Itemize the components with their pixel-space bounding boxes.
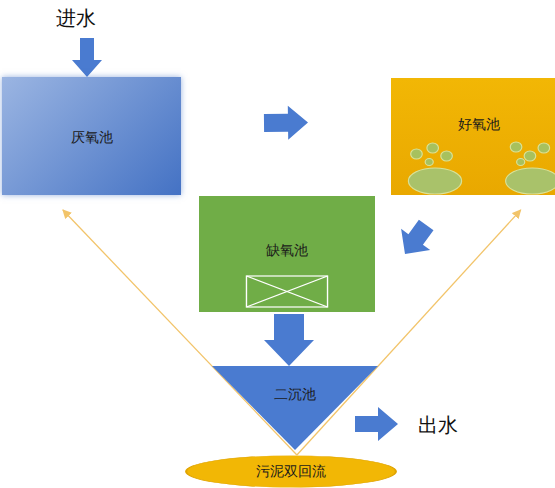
node-label: 缺氧池 bbox=[199, 242, 375, 259]
outflow-arrow bbox=[355, 407, 398, 441]
flow-arrow bbox=[264, 106, 308, 140]
node-label: 厌氧池 bbox=[2, 129, 181, 146]
sludge-ellipse: 污泥双回流 bbox=[184, 455, 398, 488]
outflow-label: 出水 bbox=[418, 412, 458, 439]
process-tank: 缺氧池 bbox=[199, 196, 375, 312]
text-wrap: 污泥双回流 bbox=[184, 463, 398, 480]
flow-arrow bbox=[401, 220, 433, 254]
triangle-shape bbox=[212, 366, 378, 450]
text-wrap: 好氧池 bbox=[391, 116, 555, 133]
process-tank: 厌氧池 bbox=[2, 77, 181, 195]
clarifier-triangle: 二沉池 bbox=[212, 366, 378, 450]
node-label: 二沉池 bbox=[212, 386, 378, 403]
inflow-label: 进水 bbox=[56, 5, 96, 32]
text-wrap: 缺氧池 bbox=[199, 242, 375, 259]
inflow-arrow bbox=[72, 38, 102, 77]
text-wrap: 二沉池 bbox=[212, 386, 378, 403]
flow-arrow bbox=[264, 314, 314, 366]
node-label: 好氧池 bbox=[391, 116, 555, 133]
process-tank: 好氧池 bbox=[391, 78, 555, 195]
triangle-outline bbox=[212, 366, 378, 450]
aeration-bubbles bbox=[391, 78, 555, 195]
node-label: 污泥双回流 bbox=[184, 463, 398, 480]
text-wrap: 厌氧池 bbox=[2, 129, 181, 146]
